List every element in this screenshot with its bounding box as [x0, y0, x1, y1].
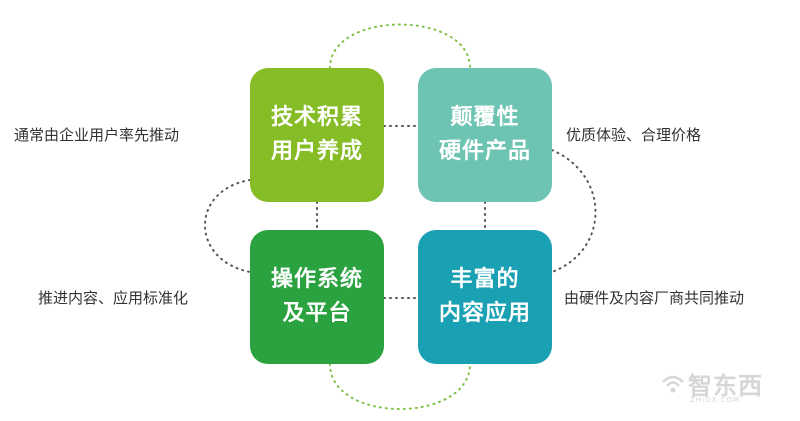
box-rich-content-line1: 丰富的	[450, 267, 520, 292]
side-label-top-right: 优质体验、合理价格	[566, 126, 702, 144]
box-disruptive-hardware-line1: 颠覆性	[450, 105, 520, 130]
side-label-bottom-right: 由硬件及内容厂商共同推动	[564, 289, 745, 307]
box-os-platform: 操作系统 及平台	[250, 230, 384, 364]
box-tech-accumulation: 技术积累 用户养成	[250, 68, 384, 202]
box-os-platform-line2: 及平台	[282, 301, 352, 326]
box-tech-accumulation-line1: 技术积累	[270, 105, 363, 130]
side-label-bottom-left: 推进内容、应用标准化	[38, 289, 189, 307]
watermark-text: 智东西	[688, 372, 763, 400]
top-lobe-dotted-ring	[329, 23, 471, 69]
side-label-top-left: 通常由企业用户率先推动	[14, 126, 180, 144]
bottom-lobe-dotted-ring	[329, 363, 471, 410]
box-os-platform-line1: 操作系统	[270, 267, 363, 292]
watermark: 智东西 ZHIDX.COM	[660, 366, 790, 410]
box-tech-accumulation-line2: 用户养成	[270, 139, 363, 164]
right-lobe-dotted-ring	[551, 149, 597, 273]
wifi-logo-icon	[662, 375, 684, 393]
box-rich-content-line2: 内容应用	[438, 301, 531, 326]
watermark-subtext: ZHIDX.COM	[690, 396, 740, 404]
box-disruptive-hardware-line2: 硬件产品	[438, 139, 531, 164]
box-disruptive-hardware: 颠覆性 硬件产品	[418, 68, 552, 202]
left-lobe-dotted-ring	[204, 179, 251, 273]
box-rich-content: 丰富的 内容应用	[418, 230, 552, 364]
